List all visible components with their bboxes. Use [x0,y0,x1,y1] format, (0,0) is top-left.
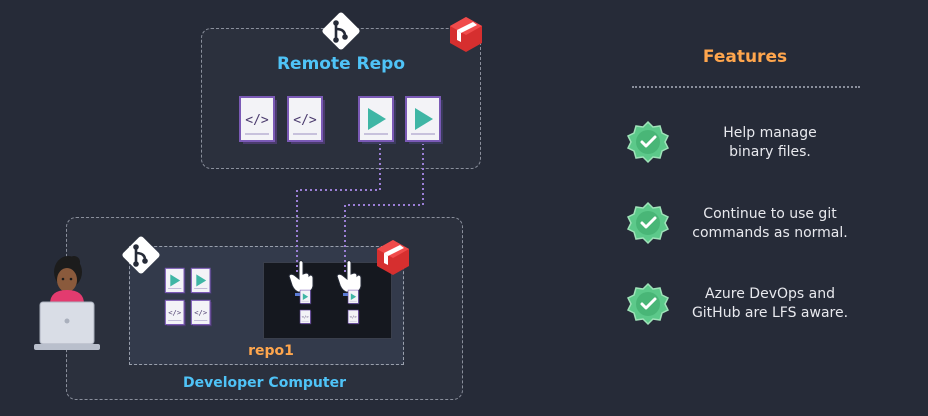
git-icon [319,9,363,53]
media-file-icon [358,96,397,145]
code-file-icon [164,299,187,327]
check-badge-icon [626,120,670,164]
feature-text-line: commands as normal. [692,225,848,241]
lfs-cube-icon [450,17,482,52]
git-icon [119,233,163,277]
remote-repo-title: Remote Repo [276,54,406,74]
code-file-icon [239,96,278,145]
features-title: Features [702,47,788,67]
feature-text-line: Help manage [723,125,817,141]
code-file-icon [347,309,360,325]
feature-text-line: Continue to use git [703,206,837,222]
developer-computer-title: Developer Computer [182,375,346,391]
lfs-cube-icon [377,240,409,275]
media-file-icon [405,96,444,145]
lfs-cache-box [263,262,392,339]
features-divider [632,86,860,88]
laptop-icon [34,301,100,350]
feature-item: Help manage binary files. [680,124,860,162]
feature-item: Azure DevOps and GitHub are LFS aware. [680,285,860,323]
developer-avatar-icon [50,256,84,304]
feature-text-line: GitHub are LFS aware. [691,305,849,321]
media-file-icon [347,289,360,305]
feature-item: Continue to use git commands as normal. [680,205,860,243]
code-file-icon [190,299,213,327]
check-badge-icon [626,201,670,245]
feature-text-line: binary files. [729,144,811,160]
code-file-icon [287,96,326,145]
connector-line [296,138,424,275]
media-file-icon [299,289,312,305]
check-badge-icon [626,282,670,326]
media-file-icon [164,267,187,295]
local-repo-title: repo1 [248,343,294,359]
feature-text-line: Azure DevOps and [705,286,835,302]
media-file-icon [190,267,213,295]
code-file-icon [299,309,312,325]
